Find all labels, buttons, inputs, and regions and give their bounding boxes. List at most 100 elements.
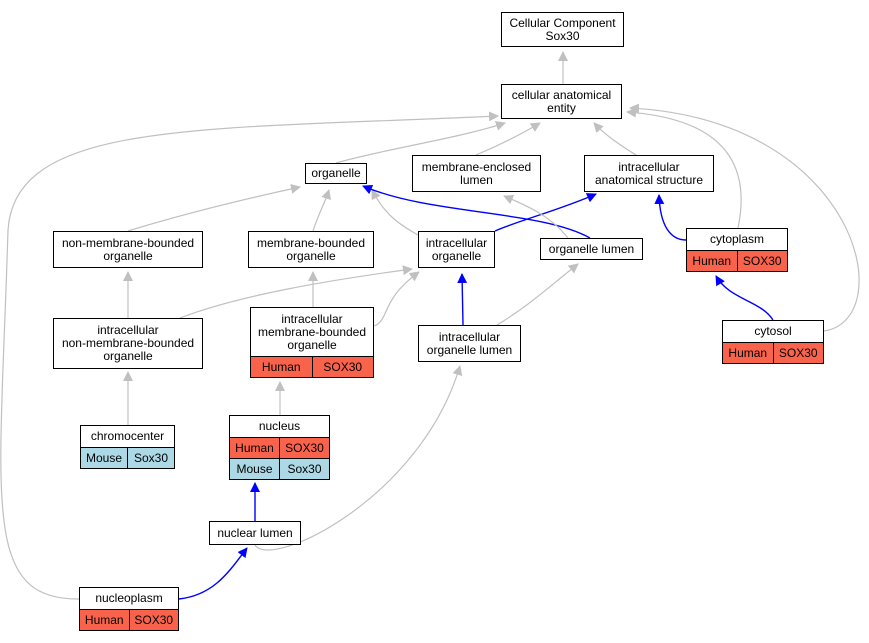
node-title-line: organelle — [431, 248, 482, 263]
node-title: cytoplasm — [687, 229, 787, 250]
node-title-line: cytoplasm — [709, 232, 765, 246]
edge-nuc-lumen-to-iol — [254, 365, 463, 551]
node-title-line: entity — [547, 100, 576, 115]
node-title-line: cytosol — [754, 324, 792, 338]
node-title-line: membrane-bounded — [256, 235, 366, 250]
edge-iol-to-io — [457, 273, 468, 326]
gene-label: SOX30 — [772, 343, 824, 363]
node-title-line: organelle — [103, 349, 153, 363]
edge-io-to-organelle — [371, 189, 419, 236]
edge-cytosol-to-cytoplasm — [715, 275, 774, 321]
edge-io-to-ias — [494, 193, 597, 232]
edge-imbo-to-io — [373, 271, 420, 327]
mouse-annotation-row: Mouse Sox30 — [230, 458, 329, 479]
node-nuc-lumen[interactable]: nuclear lumen — [209, 521, 301, 545]
species-label: Mouse — [85, 451, 123, 465]
node-title-line: intracellular — [425, 235, 488, 250]
gene-label: SOX30 — [736, 251, 788, 271]
node-title-line: organelle lumen — [548, 241, 635, 256]
human-annotation-row: Human SOX30 — [230, 437, 329, 458]
node-title: chromocenter — [81, 426, 174, 447]
edge-inmbo-to-io — [179, 265, 413, 319]
node-title-line: organelle — [287, 338, 337, 352]
node-title-line: nuclear lumen — [217, 525, 293, 540]
mouse-annotation-row: Mouse Sox30 — [81, 447, 174, 468]
node-title-line: intracellular — [618, 159, 680, 174]
gene-label: SOX30 — [311, 357, 374, 377]
edge-cytoplasm-to-cae — [626, 107, 742, 229]
node-title-line: non-membrane-bounded — [61, 336, 195, 350]
node-title-line: intracellular — [438, 329, 501, 344]
node-title-line: non-membrane-bounded — [61, 235, 195, 250]
node-title-line: cellular anatomical — [511, 87, 612, 102]
edge-cytosol-to-cae — [629, 103, 860, 332]
node-title: nuclear lumen — [210, 522, 300, 544]
node-title-line: nucleoplasm — [95, 591, 163, 605]
species-label: Human — [692, 254, 732, 268]
edge-org-lumen-to-mem-enclosed — [503, 194, 569, 239]
edge-mem-enclosed-to-cae — [475, 122, 541, 156]
node-org-lumen[interactable]: organelle lumen — [540, 238, 643, 260]
node-title: cytosol — [723, 321, 823, 342]
edge-nucleoplasm-to-nuc-lumen — [178, 547, 248, 600]
gene-label: SOX30 — [128, 610, 179, 630]
node-title-line: intracellular — [281, 312, 343, 326]
node-title-line: nucleus — [258, 419, 301, 433]
species-label: Human — [261, 360, 301, 374]
node-title-line: intracellular — [97, 323, 159, 337]
edge-ias-to-cae — [593, 122, 637, 156]
node-title: organelle — [306, 164, 366, 183]
human-annotation-row: Human SOX30 — [723, 342, 823, 363]
node-organelle[interactable]: organelle — [305, 163, 367, 184]
species-label: Human — [728, 346, 768, 360]
species-label: Human — [84, 613, 124, 627]
node-title-line: lumen — [460, 172, 493, 187]
node-title: nucleoplasm — [80, 588, 178, 609]
human-annotation-row: Human SOX30 — [687, 250, 787, 271]
node-title-line: membrane-enclosed — [421, 159, 532, 174]
node-title-line: organelle — [103, 248, 153, 263]
node-title-line: organelle lumen — [426, 342, 513, 357]
gene-label: Sox30 — [279, 459, 329, 479]
node-title-line: organelle — [286, 248, 336, 263]
node-title: organelle lumen — [541, 239, 642, 259]
gene-label: SOX30 — [279, 438, 329, 458]
node-title-line: Sox30 — [545, 28, 580, 43]
edge-mbo-to-organelle — [312, 189, 331, 232]
species-label: Mouse — [236, 462, 273, 476]
edge-org-lumen-to-organelle — [362, 184, 591, 239]
node-title-line: chromocenter — [90, 429, 165, 443]
node-title: nucleus — [230, 416, 329, 437]
gene-label: Sox30 — [127, 448, 174, 468]
edge-organelle-to-cae — [335, 121, 506, 164]
species-label: Human — [235, 441, 274, 455]
node-title-line: membrane-bounded — [257, 325, 367, 339]
node-title-line: anatomical structure — [594, 172, 704, 187]
edge-nmbo-to-organelle — [127, 184, 301, 232]
